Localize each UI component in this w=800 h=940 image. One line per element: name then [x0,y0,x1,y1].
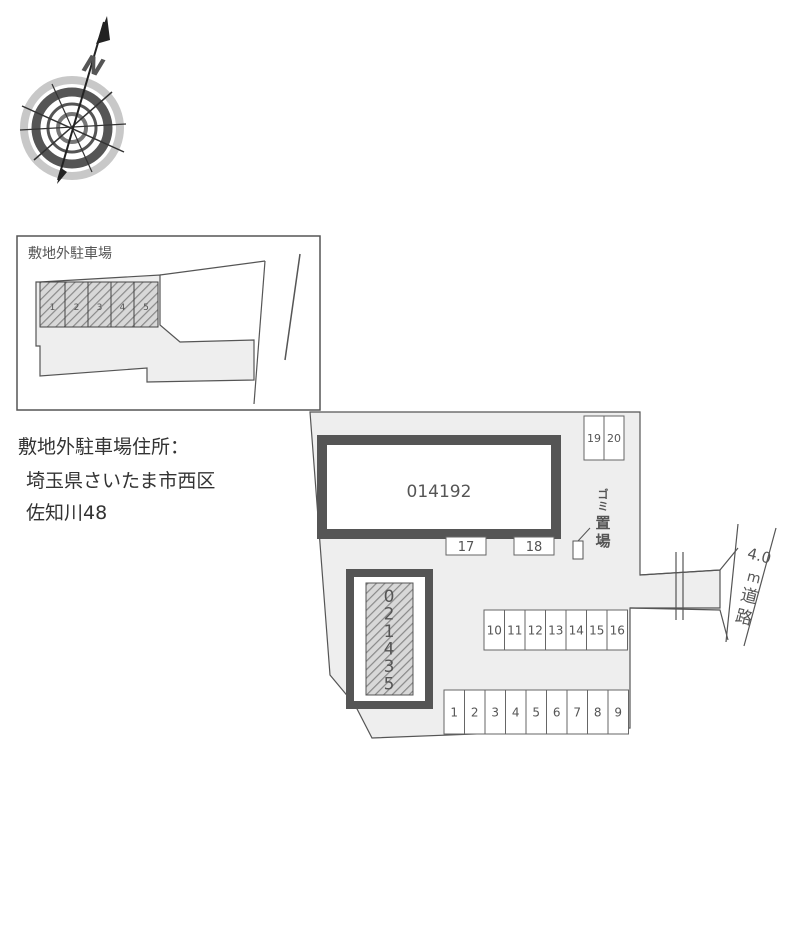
road-label: 4.0 m道路 [733,544,774,630]
parking-space-number: 7 [573,705,581,719]
garbage-label-char: 場 [595,532,610,550]
annex-number-digit: 2 [384,605,395,625]
inset-parking-space-number: 3 [97,303,103,313]
inset-parking-space [133,281,159,328]
parking-space-number: 13 [548,623,563,637]
offsite-parking-inset: 1 2 3 4 5 [16,235,321,411]
parking-space [607,689,629,735]
parking-space [606,609,628,651]
main-building [317,435,561,539]
road-label-char: 路 [733,606,754,630]
annex-building [346,569,433,709]
parking-space [603,415,625,461]
inset-parking-space-number: 2 [74,303,80,313]
parking-space [513,536,555,556]
parking-row-middle: 10 11 12 13 14 15 16 [483,609,628,651]
garbage-area [572,527,591,560]
parking-space [445,536,487,556]
parking-space-number: 6 [553,705,561,719]
parking-space-number: 11 [507,623,522,637]
parking-space-number: 12 [528,623,543,637]
parking-space-number: 16 [610,623,625,637]
garbage-label-char: 置 [595,514,610,532]
parking-space-number: 20 [607,432,621,445]
road [629,523,777,647]
parking-space-number: 14 [569,623,584,637]
parking-space-number: 3 [491,705,499,719]
annex-number-digit: 0 [384,587,395,607]
road-label-char: 道 [738,585,759,609]
parking-space-number: 4 [512,705,520,719]
annex-number-digit: 4 [384,640,395,660]
parking-space-number: 9 [614,705,622,719]
main-building-number: 014192 [407,482,472,502]
parking-space-number: 19 [587,432,601,445]
parking-space-number: 10 [487,623,502,637]
compass-icon [19,16,127,184]
annex-number-digit: 5 [384,675,395,695]
parking-space-number: 1 [450,705,458,719]
parking-space-number: 18 [526,540,543,555]
address-line2: 佐知川48 [26,502,108,524]
inset-parking-space-number: 4 [120,303,126,313]
garbage-label-char: ミ [598,500,609,513]
address-label: 敷地外駐車場住所： [18,436,190,458]
parking-space-number: 2 [471,705,479,719]
parking-space-number: 8 [594,705,602,719]
road-label-char: 4.0 [746,544,774,567]
inset-title: 敷地外駐車場 [28,245,112,262]
road-label-char: m [745,569,762,588]
annex-number-digit: 3 [384,657,395,677]
parking-space-number: 5 [532,705,540,719]
address-line1: 埼玉県さいたま市西区 [26,470,216,492]
annex-number-digit: 1 [384,622,395,642]
inset-parking-space-number: 1 [50,303,56,313]
parking-space-number: 17 [458,540,475,555]
parking-space-number: 15 [589,623,604,637]
inset-parking-space-number: 5 [143,303,149,313]
garbage-label-char: ゴ [598,487,609,501]
